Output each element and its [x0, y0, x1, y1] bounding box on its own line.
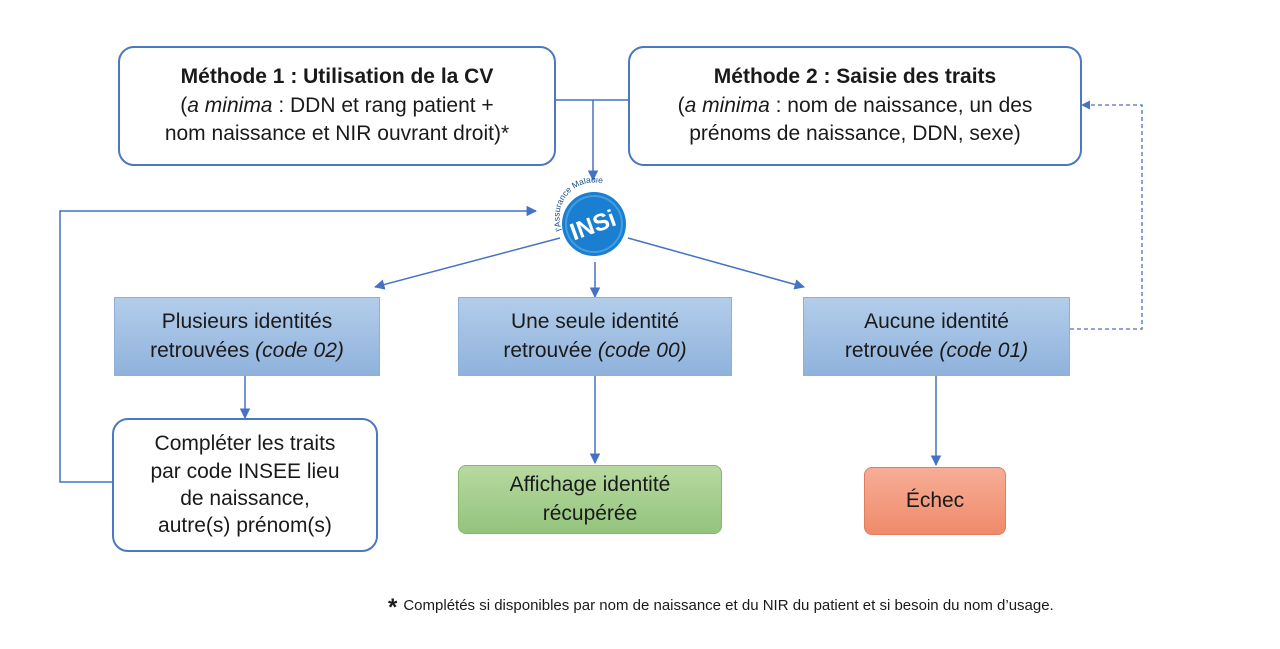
result-none-line1: Aucune identité [864, 310, 1009, 334]
result-none-box: Aucune identité retrouvée (code 01) [803, 297, 1070, 376]
complete-traits-line3: de naissance, [180, 487, 310, 510]
footnote-star: * [388, 594, 398, 621]
method2-box: Méthode 2 : Saisie des traits (a minima … [628, 46, 1082, 166]
method2-title: Méthode 2 : Saisie des traits [713, 65, 997, 89]
result-single-line1: Une seule identité [510, 310, 680, 334]
method1-line2: nom naissance et NIR ouvrant droit)* [164, 122, 510, 146]
method2-minima: a minima [684, 93, 770, 117]
method1-title: Méthode 1 : Utilisation de la CV [180, 65, 494, 89]
arrow-insi-to-multiple [373, 237, 561, 290]
method1-line1: : DDN et rang patient + [272, 93, 494, 117]
arrow-none-loop-to-method2 [1070, 100, 1143, 330]
result-none-code: (code 01) [939, 338, 1029, 362]
display-identity-line2: récupérée [542, 501, 638, 525]
result-single-box: Une seule identité retrouvée (code 00) [458, 297, 732, 376]
complete-traits-line1: Compléter les traits [154, 432, 336, 456]
result-single-code: (code 00) [597, 338, 687, 362]
result-none-line2: retrouvée [844, 338, 940, 362]
complete-traits-box: Compléter les traits par code INSEE lieu… [112, 418, 378, 552]
insi-logo: l'Assurance Maladie INSi [551, 178, 626, 256]
result-multiple-line1: Plusieurs identités [161, 310, 333, 334]
display-identity-box: Affichage identité récupérée [458, 465, 722, 534]
failure-label: Échec [905, 488, 965, 512]
result-multiple-line2: retrouvées [150, 338, 256, 362]
arrow-insi-to-none [627, 237, 806, 290]
footnote-text: Complétés si disponibles par nom de nais… [403, 597, 1054, 614]
method1-paren: ( [180, 93, 188, 117]
result-single-line2: retrouvée [503, 338, 598, 362]
result-multiple-code: (code 02) [255, 338, 344, 362]
method2-line1: : nom de naissance, un des [769, 93, 1033, 117]
complete-traits-line2: par code INSEE lieu [150, 459, 340, 483]
result-multiple-box: Plusieurs identités retrouvées (code 02) [114, 297, 380, 376]
failure-box: Échec [864, 467, 1006, 535]
method1-minima: a minima [187, 93, 273, 117]
method1-box: Méthode 1 : Utilisation de la CV (a mini… [118, 46, 556, 166]
method2-paren: ( [677, 93, 685, 117]
arrow-complete-loop-to-insi [59, 205, 538, 483]
method2-line2: prénoms de naissance, DDN, sexe) [689, 122, 1021, 146]
display-identity-line1: Affichage identité [509, 473, 671, 497]
complete-traits-line4: autre(s) prénom(s) [158, 514, 332, 538]
footnote: * Complétés si disponibles par nom de nai… [388, 594, 1054, 622]
